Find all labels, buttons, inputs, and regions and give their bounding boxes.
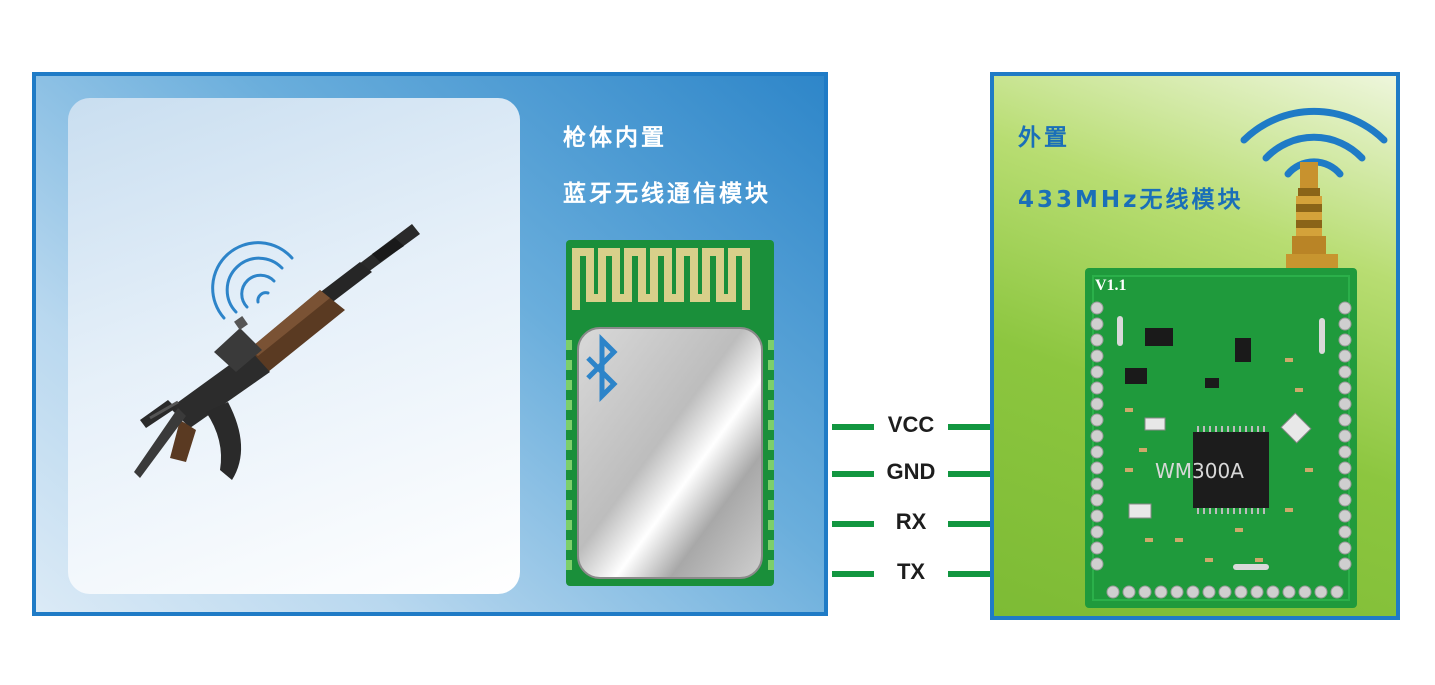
right-title-line1: 外置 — [1018, 125, 1070, 151]
left-title-line1: 枪体内置 — [563, 125, 667, 151]
wire-gnd-left — [832, 471, 874, 477]
wire-tx-left — [832, 571, 874, 577]
wire-tx-right — [948, 571, 990, 577]
pcb-version-label: V1.1 — [1095, 277, 1127, 294]
pin-label-tx: TX — [896, 559, 926, 584]
right-title-line2: 433MHz无线模块 — [1018, 187, 1244, 213]
pin-label-rx: RX — [895, 509, 927, 534]
wire-gnd-right — [948, 471, 990, 477]
pin-label-gnd: GND — [886, 459, 936, 484]
bluetooth-module — [566, 240, 774, 586]
wm300a-module: V1.1 WM300A — [1085, 268, 1357, 608]
pcb-antenna-trace — [572, 248, 750, 310]
pin-label-vcc: VCC — [887, 412, 935, 437]
wire-rx-right — [948, 521, 990, 527]
wire-vcc-right — [948, 424, 990, 430]
device-card — [68, 98, 520, 594]
chip-label: WM300A — [1155, 459, 1244, 483]
wireless-signal-icon — [1240, 107, 1388, 178]
left-title-line2: 蓝牙无线通信模块 — [563, 181, 771, 207]
wire-vcc-left — [832, 424, 874, 430]
bluetooth-icon — [586, 333, 618, 403]
wire-rx-left — [832, 521, 874, 527]
